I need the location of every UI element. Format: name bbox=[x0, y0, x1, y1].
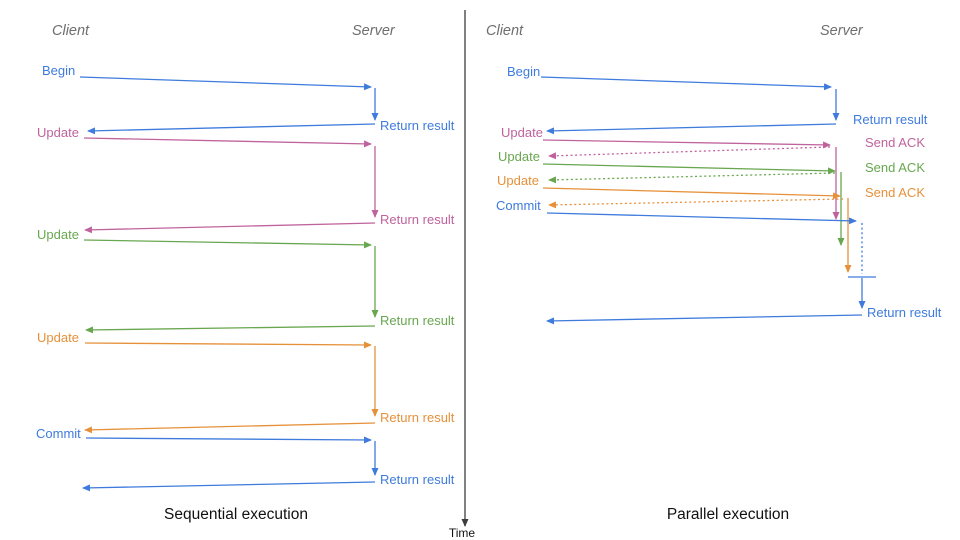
sequential-return-result-3: Return result bbox=[380, 313, 455, 328]
sequential-update3-return-arrow bbox=[84, 422, 376, 434]
sequential-return-result-5: Return result bbox=[380, 472, 455, 487]
parallel-update-3-label: Update bbox=[497, 173, 539, 188]
parallel-update1-ack-arrow bbox=[548, 146, 831, 160]
parallel-client-header: Client bbox=[486, 23, 524, 39]
sequential-commit-label: Commit bbox=[36, 426, 81, 441]
sequential-client-header: Client bbox=[52, 23, 90, 39]
sequential-server-header: Server bbox=[352, 23, 396, 39]
parallel-begin-label: Begin bbox=[507, 64, 540, 79]
parallel-update-2-label: Update bbox=[498, 149, 540, 164]
parallel-begin-send-arrow bbox=[540, 76, 832, 91]
parallel-begin-return-arrow bbox=[546, 123, 837, 135]
parallel-commit-send-arrow bbox=[546, 212, 857, 225]
parallel-update1-send-arrow bbox=[542, 139, 831, 149]
sequential-panel-title: Sequential execution bbox=[164, 506, 308, 523]
sequential-update-2-label: Update bbox=[37, 227, 79, 242]
sequential-begin-send-arrow bbox=[79, 76, 372, 91]
parallel-update3-send-arrow bbox=[542, 187, 841, 200]
parallel-update3-ack-arrow bbox=[548, 198, 844, 209]
sequential-begin-return-arrow bbox=[87, 123, 376, 135]
sequential-return-result-1: Return result bbox=[380, 118, 455, 133]
parallel-update2-send-arrow bbox=[542, 163, 836, 175]
parallel-commit-label: Commit bbox=[496, 198, 541, 213]
sequential-return-result-2: Return result bbox=[380, 212, 455, 227]
sequential-begin-label: Begin bbox=[42, 63, 75, 78]
sequential-update-1-label: Update bbox=[37, 125, 79, 140]
parallel-commit-return-arrow bbox=[546, 314, 863, 325]
sequential-update1-send-arrow bbox=[83, 137, 372, 148]
parallel-return-result-1: Return result bbox=[853, 112, 928, 127]
parallel-update2-ack-arrow bbox=[548, 172, 836, 184]
sequential-update1-return-arrow bbox=[84, 222, 376, 234]
divider-time-axis-label: Time bbox=[449, 526, 476, 540]
parallel-update-1-label: Update bbox=[501, 125, 543, 140]
parallel-send-ack-2: Send ACK bbox=[865, 160, 925, 175]
sequential-commit-return-arrow bbox=[82, 481, 376, 492]
parallel-send-ack-1: Send ACK bbox=[865, 135, 925, 150]
sequential-return-result-4: Return result bbox=[380, 410, 455, 425]
sequential-update2-send-arrow bbox=[83, 239, 372, 249]
parallel-send-ack-3: Send ACK bbox=[865, 185, 925, 200]
parallel-return-result-2: Return result bbox=[867, 305, 942, 320]
parallel-server-header: Server bbox=[820, 23, 864, 39]
sequential-update2-return-arrow bbox=[85, 325, 376, 334]
parallel-panel-title: Parallel execution bbox=[667, 506, 789, 523]
sequential-commit-send-arrow bbox=[85, 436, 372, 444]
sequential-update3-send-arrow bbox=[84, 341, 372, 349]
sequential-update-3-label: Update bbox=[37, 330, 79, 345]
